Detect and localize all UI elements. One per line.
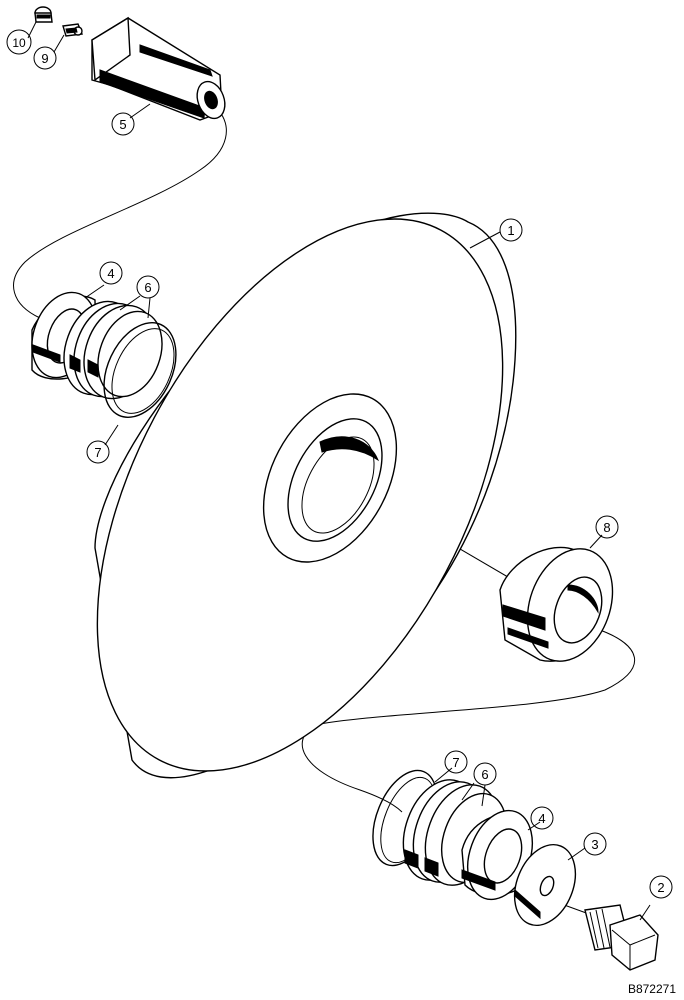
seal-rings-upper bbox=[63, 300, 163, 400]
callout-2-label: 2 bbox=[657, 880, 664, 895]
callout-7-upper: 7 bbox=[86, 440, 110, 464]
callout-3: 3 bbox=[583, 832, 607, 856]
seal-retainer-lower bbox=[461, 809, 533, 901]
callout-4-upper-label: 4 bbox=[107, 266, 114, 281]
callout-4-lower-label: 4 bbox=[538, 811, 545, 826]
callout-7-upper-label: 7 bbox=[94, 445, 101, 460]
bushing bbox=[499, 546, 614, 662]
o-ring-upper bbox=[103, 322, 177, 418]
callout-4-upper: 4 bbox=[99, 261, 123, 285]
callout-8: 8 bbox=[595, 515, 619, 539]
callout-1: 1 bbox=[499, 218, 523, 242]
wheel-idler bbox=[94, 212, 517, 779]
callout-9: 9 bbox=[33, 46, 57, 70]
callout-8-label: 8 bbox=[603, 520, 610, 535]
callout-10-label: 10 bbox=[12, 36, 26, 50]
grease-fitting bbox=[62, 23, 83, 37]
callouts: 1 2 3 4 4 5 6 6 bbox=[6, 29, 673, 899]
callout-6-lower-label: 6 bbox=[481, 767, 488, 782]
callout-5-label: 5 bbox=[119, 117, 126, 132]
callout-10: 10 bbox=[6, 29, 32, 55]
callout-2: 2 bbox=[649, 875, 673, 899]
leader-lines bbox=[27, 21, 651, 921]
pin-shaft bbox=[91, 16, 226, 121]
washer bbox=[513, 843, 577, 927]
callout-4-lower: 4 bbox=[530, 806, 554, 830]
callout-7-lower: 7 bbox=[444, 750, 468, 774]
plug bbox=[34, 6, 53, 23]
callout-1-label: 1 bbox=[507, 223, 514, 238]
callout-5: 5 bbox=[111, 112, 135, 136]
callout-9-label: 9 bbox=[41, 51, 48, 66]
callout-6-lower: 6 bbox=[473, 762, 497, 786]
bolt bbox=[584, 904, 659, 971]
callout-6-upper-label: 6 bbox=[144, 280, 151, 295]
callout-3-label: 3 bbox=[591, 837, 598, 852]
figure-id: B872271 bbox=[627, 982, 676, 996]
callout-7-lower-label: 7 bbox=[452, 755, 459, 770]
callout-6-upper: 6 bbox=[136, 275, 160, 299]
